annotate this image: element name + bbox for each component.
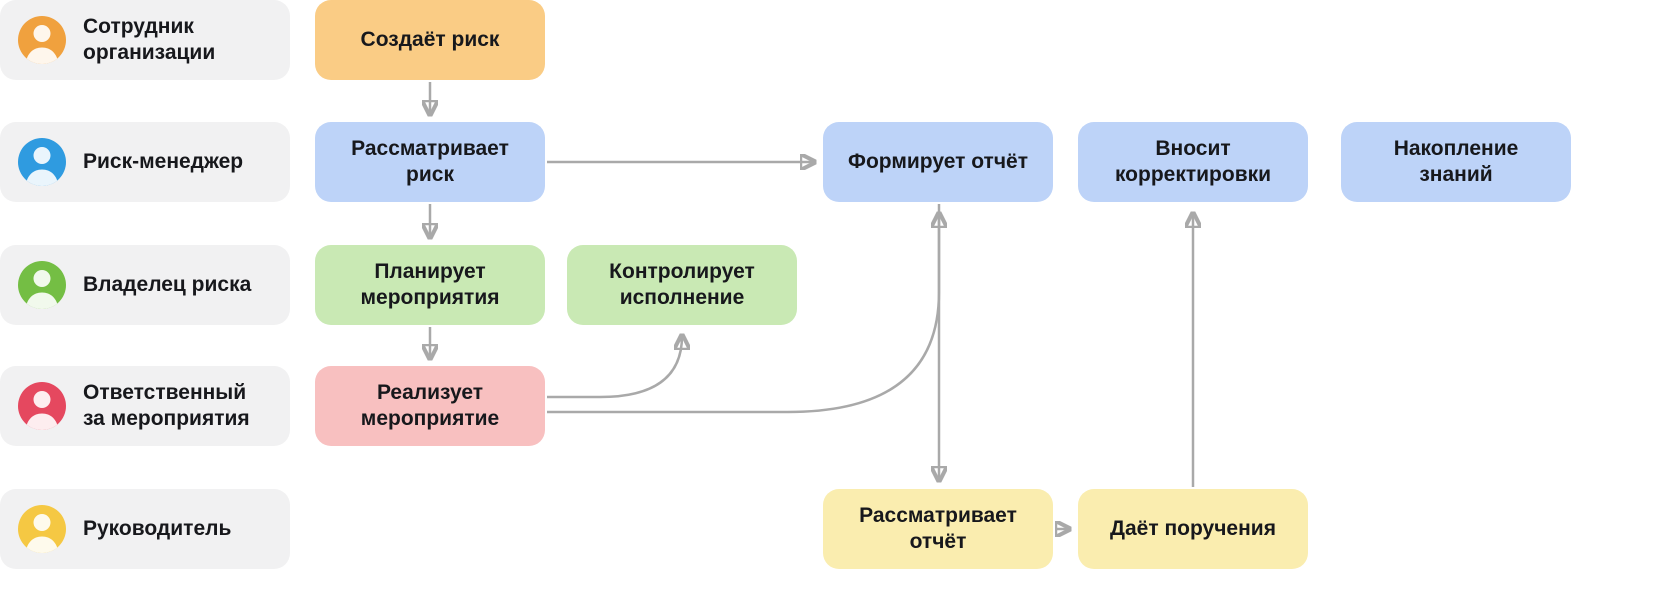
role-action-owner: Ответственный за мероприятия (0, 366, 290, 446)
node-build-report: Формирует отчёт (823, 122, 1053, 202)
node-create-risk: Создаёт риск (315, 0, 545, 80)
role-head: Руководитель (0, 489, 290, 569)
role-label: Ответственный за мероприятия (83, 381, 250, 430)
person-icon (25, 147, 59, 186)
role-employee: Сотрудник организации (0, 0, 290, 80)
role-label: Руководитель (83, 517, 232, 541)
role-label: Риск-менеджер (83, 150, 244, 174)
node-plan-actions: Планирует мероприятия (315, 245, 545, 325)
head-avatar (18, 505, 66, 553)
node-implement-action: Реализует мероприятие (315, 366, 545, 446)
person-icon (25, 514, 59, 553)
person-icon (25, 270, 59, 309)
risk-owner-avatar (18, 261, 66, 309)
node-make-adjustments: Вносит корректировки (1078, 122, 1308, 202)
person-icon (25, 391, 59, 430)
node-review-risk: Рассматривает риск (315, 122, 545, 202)
role-risk-owner: Владелец риска (0, 245, 290, 325)
node-give-orders: Даёт поручения (1078, 489, 1308, 569)
node-review-report: Рассматривает отчёт (823, 489, 1053, 569)
role-label: Сотрудник организации (83, 15, 216, 64)
action-owner-avatar (18, 382, 66, 430)
role-label: Владелец риска (83, 273, 252, 297)
node-control-execution: Контролирует исполнение (567, 245, 797, 325)
role-risk-manager: Риск-менеджер (0, 122, 290, 202)
arrow-implement-to-control (547, 336, 682, 399)
node-knowledge-accumulation: Накопление знаний (1341, 122, 1571, 202)
person-icon (25, 25, 59, 64)
risk-manager-avatar (18, 138, 66, 186)
employee-avatar (18, 16, 66, 64)
